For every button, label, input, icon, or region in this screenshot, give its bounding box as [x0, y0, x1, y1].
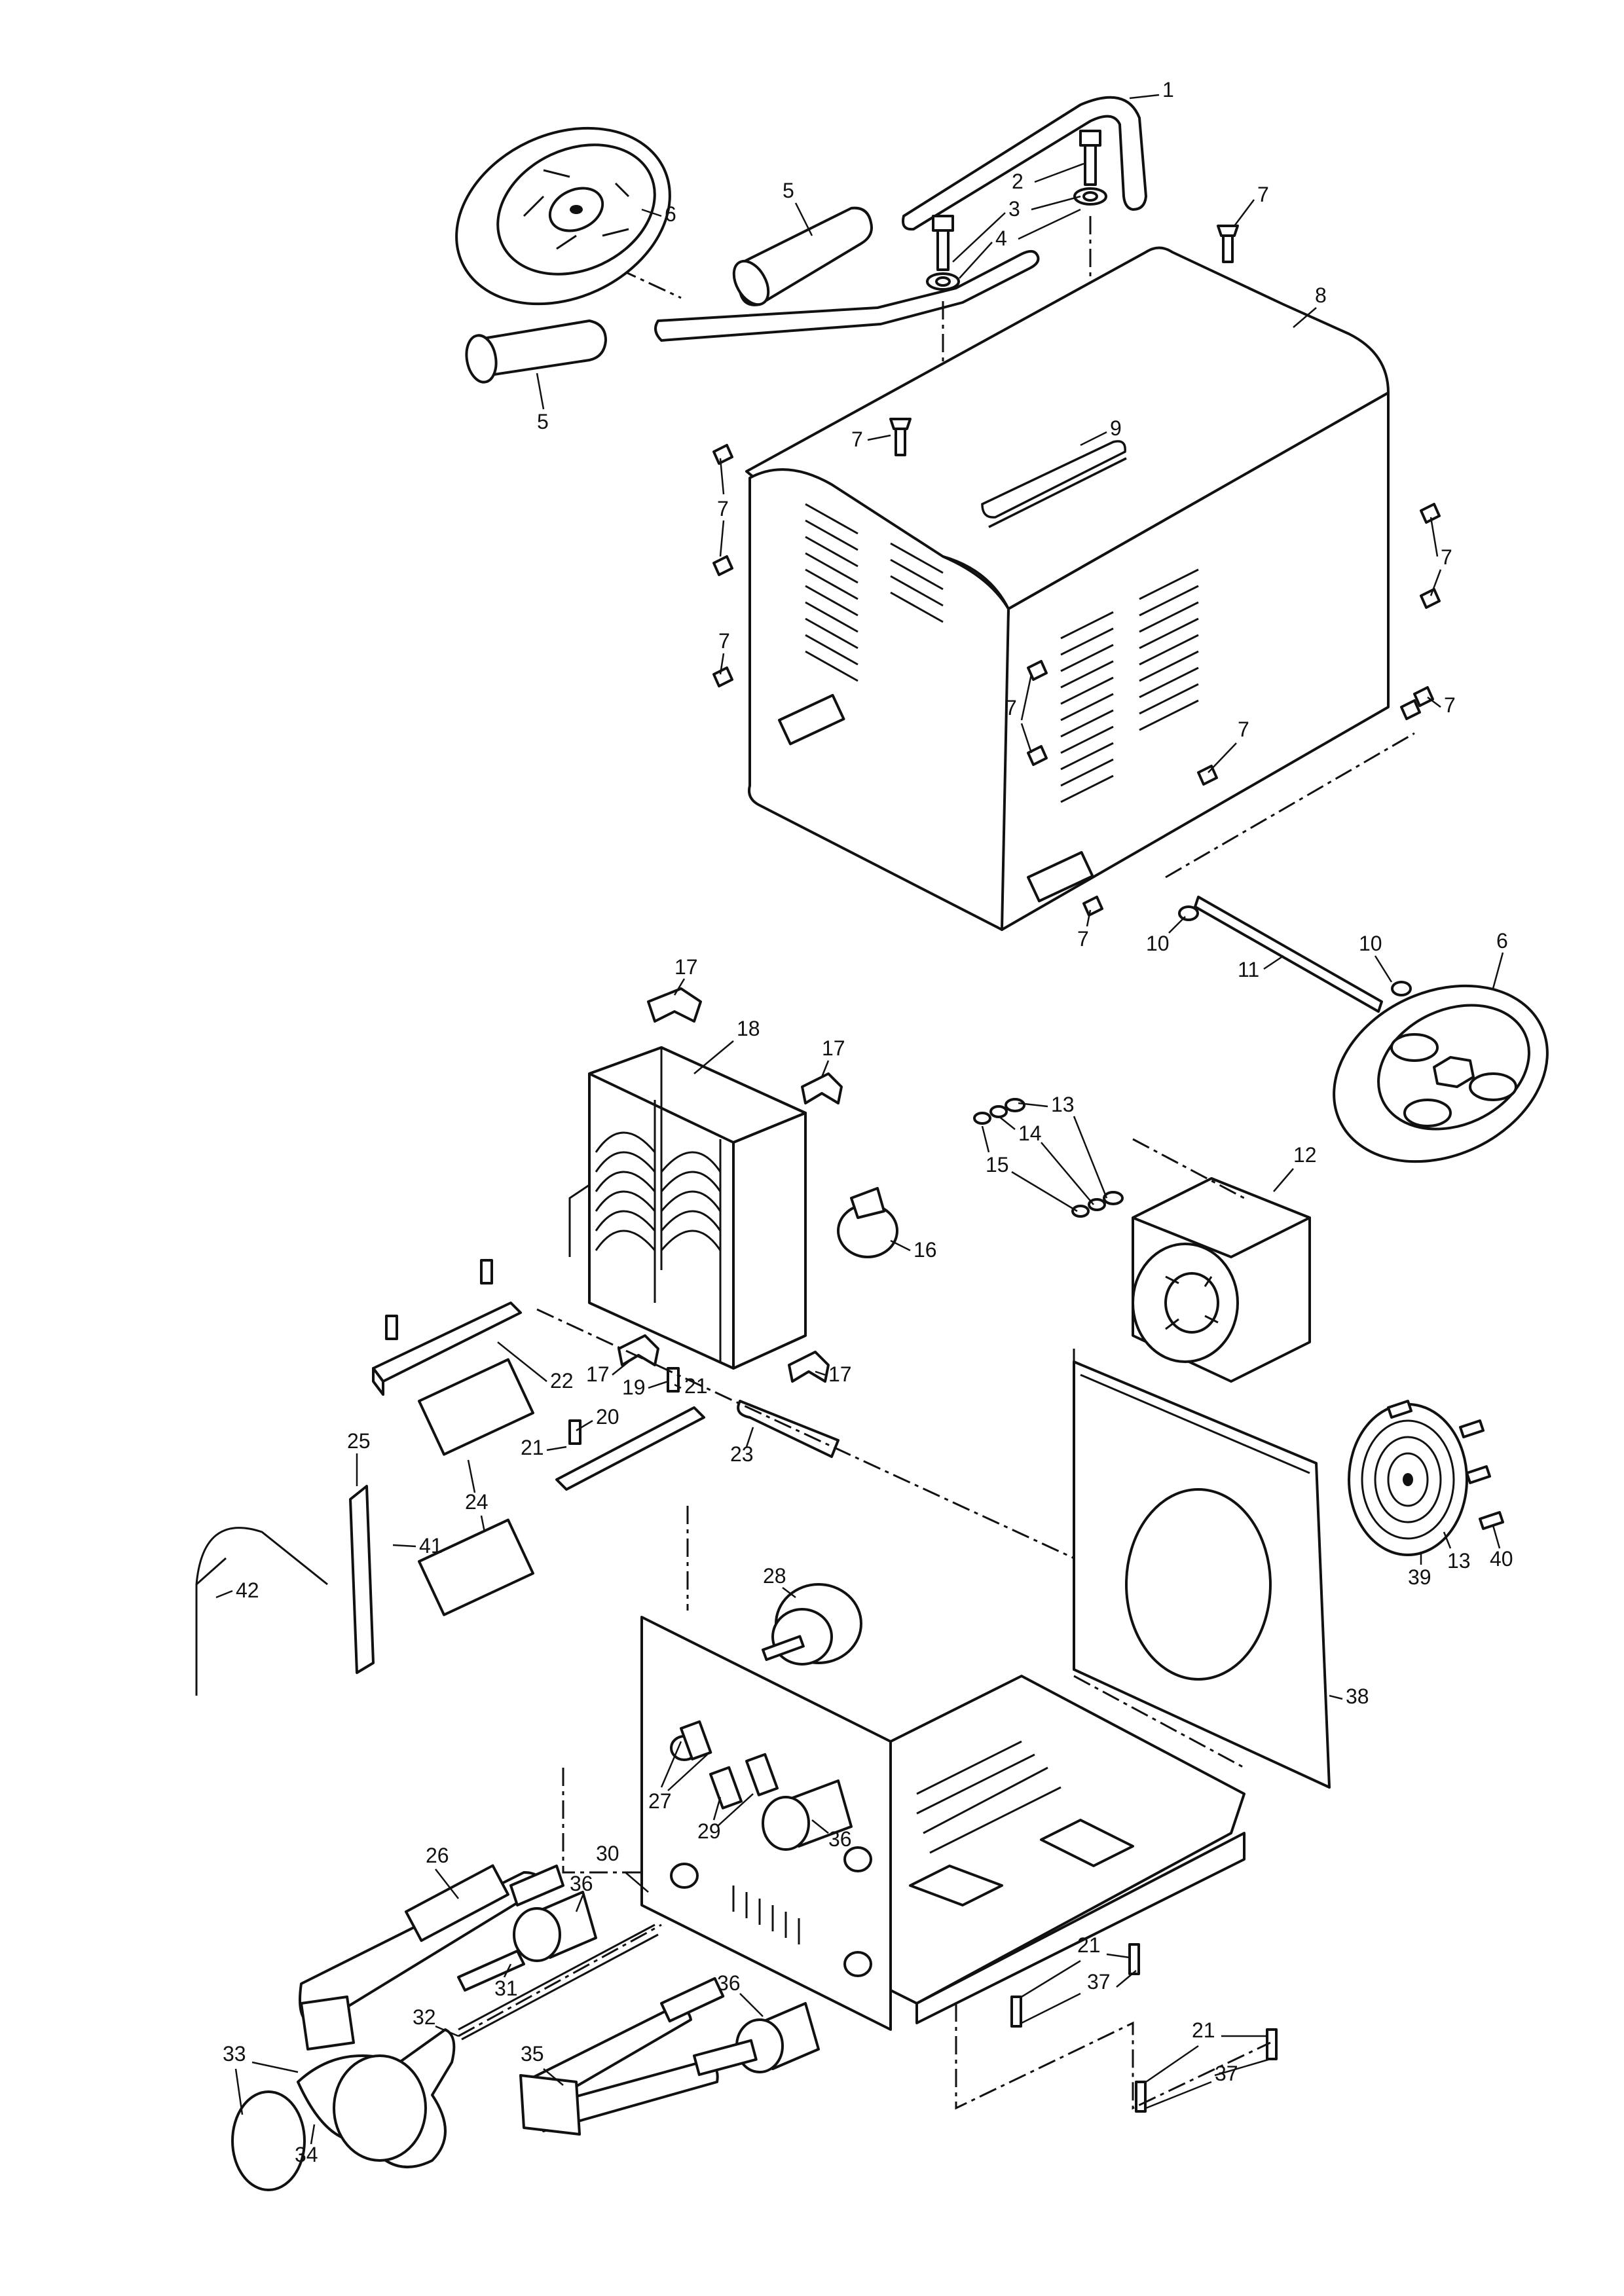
callout-42: 42 — [236, 1578, 259, 1602]
wire-icon — [195, 1527, 328, 1696]
callout-labels: 1 2 3 4 5 5 6 6 7 7 7 7 7 7 7 7 7 8 9 — [215, 78, 1513, 2166]
callout-33: 33 — [223, 2042, 246, 2066]
callout-9: 9 — [1110, 416, 1122, 440]
callout-21b: 21 — [521, 1436, 544, 1459]
callout-7e: 7 — [1441, 545, 1452, 569]
connector-icon — [680, 1720, 779, 1810]
callout-21a: 21 — [684, 1374, 708, 1398]
callout-36a: 36 — [570, 1872, 593, 1895]
cable-icon — [458, 1923, 662, 2037]
callout-17b: 17 — [822, 1036, 845, 1060]
motor-icon — [762, 1583, 862, 1666]
callout-32: 32 — [413, 2005, 436, 2029]
thermostat-icon — [837, 1187, 898, 1258]
callout-15: 15 — [986, 1153, 1009, 1176]
callout-38: 38 — [1346, 1685, 1369, 1708]
callout-36c: 36 — [717, 1971, 741, 1995]
callout-36b: 36 — [828, 1827, 852, 1851]
grip-icon — [465, 206, 873, 384]
wheel-icon — [1333, 984, 1549, 1163]
callout-4: 4 — [995, 227, 1007, 250]
callout-7c: 7 — [717, 497, 729, 520]
callout-40: 40 — [1490, 1547, 1513, 1571]
callout-24: 24 — [465, 1490, 489, 1514]
callout-41: 41 — [419, 1534, 443, 1558]
callout-5: 5 — [783, 179, 794, 202]
callout-8: 8 — [1315, 283, 1327, 307]
callout-17c: 17 — [586, 1362, 610, 1386]
fan-mounting-panel — [1073, 1360, 1331, 1789]
axle-icon — [1165, 732, 1415, 1013]
callout-7h: 7 — [1238, 718, 1249, 741]
callout-23: 23 — [730, 1442, 754, 1466]
callout-7a: 7 — [1257, 183, 1269, 206]
callout-31: 31 — [494, 1977, 518, 2000]
chassis-base — [889, 1675, 1246, 2024]
callout-37b: 37 — [1215, 2062, 1238, 2085]
callout-26: 26 — [426, 1844, 449, 1867]
callout-29: 29 — [697, 1819, 721, 1843]
washer-icon — [973, 1098, 1124, 1218]
callout-14: 14 — [1018, 1121, 1042, 1145]
callout-6: 6 — [665, 202, 676, 226]
screw-icon — [1010, 1943, 1278, 2113]
callout-21d: 21 — [1192, 2018, 1215, 2042]
clip-icon — [618, 987, 843, 1383]
callout-13b: 13 — [1447, 1549, 1471, 1573]
callout-25: 25 — [347, 1429, 371, 1453]
bracket-icon — [737, 1400, 840, 1458]
callout-7g: 7 — [1005, 696, 1017, 720]
callout-13: 13 — [1051, 1093, 1075, 1116]
callout-17a: 17 — [674, 955, 698, 979]
callout-12: 12 — [1293, 1143, 1317, 1167]
callout-39: 39 — [1408, 1565, 1431, 1589]
callout-10a: 10 — [1146, 932, 1170, 955]
fuse-icon — [457, 1950, 525, 1992]
cabinet-cover — [745, 246, 1390, 931]
cooling-fan — [1132, 1177, 1311, 1383]
electrode-holder — [299, 1864, 564, 2050]
callout-7d: 7 — [718, 629, 730, 653]
louver-vents — [805, 503, 1199, 803]
transformer — [568, 1046, 807, 1370]
callout-35: 35 — [521, 2042, 544, 2066]
callout-5b: 5 — [537, 410, 549, 433]
callout-10b: 10 — [1359, 932, 1382, 955]
callout-21c: 21 — [1077, 1933, 1101, 1957]
ground-clamp — [519, 1977, 758, 2136]
callout-11: 11 — [1238, 958, 1259, 981]
callout-27: 27 — [648, 1789, 672, 1813]
fan-guard-icon — [1348, 1400, 1504, 1556]
wheel-icon — [455, 126, 671, 306]
callout-7f: 7 — [1444, 693, 1456, 717]
callout-7i: 7 — [1077, 927, 1089, 951]
callout-20: 20 — [596, 1405, 619, 1429]
callout-22: 22 — [550, 1369, 574, 1393]
callout-28: 28 — [763, 1564, 786, 1588]
adjustment-knob — [231, 2028, 456, 2191]
bolt-icon — [926, 130, 1107, 291]
callout-37a: 37 — [1087, 1970, 1111, 1994]
callout-7b: 7 — [851, 428, 863, 451]
rectifier-bars — [372, 1302, 705, 1616]
callout-30: 30 — [596, 1842, 619, 1865]
callout-3: 3 — [1008, 197, 1020, 221]
callout-1: 1 — [1162, 78, 1174, 101]
callout-18: 18 — [737, 1017, 760, 1040]
vent-holes — [916, 1740, 1061, 1854]
callout-17d: 17 — [828, 1362, 852, 1386]
callout-16: 16 — [913, 1238, 937, 1262]
callout-2: 2 — [1012, 170, 1024, 193]
screw-icon — [712, 225, 1441, 917]
callout-6b: 6 — [1496, 929, 1508, 953]
callout-19: 19 — [622, 1376, 646, 1399]
bracket-icon — [349, 1485, 375, 1674]
callout-34: 34 — [295, 2143, 318, 2166]
terminal-icon — [513, 1779, 853, 2073]
